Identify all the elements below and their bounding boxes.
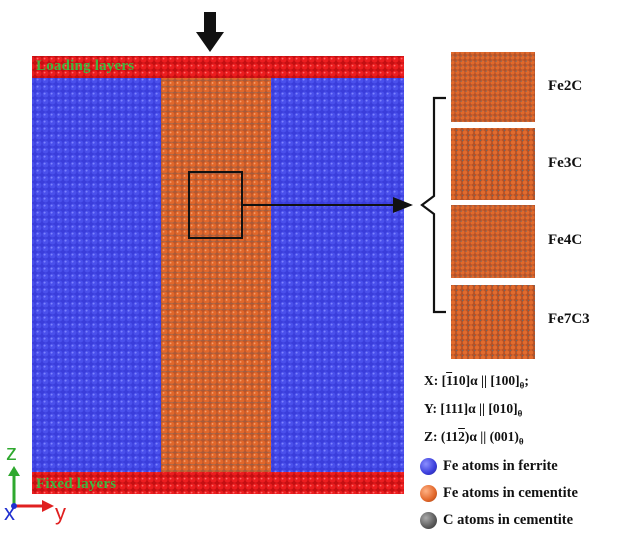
phase-tile-fe4c [451,205,535,278]
fixed-layers-label: Fixed layers [36,476,117,492]
phase-label-fe7c3: Fe7C3 [548,311,590,327]
legend-item-fe-cementite: Fe atoms in cementite [420,482,578,504]
orientation-x: X: [110]α || [100]θ; [424,373,529,391]
axis-label-x: x [4,500,15,525]
c-cementite-atom-swatch [420,511,437,529]
phases-bracket [420,96,446,314]
phase-tile-fe2c [451,52,535,122]
legend-label-fe-cementite: Fe atoms in cementite [443,484,578,501]
legend-item-c-cementite: C atoms in cementite [420,509,573,531]
phase-label-fe2c: Fe2C [548,78,583,94]
ferrite-atom-swatch [420,457,437,475]
axis-label-z: z [6,440,17,465]
orientation-y: Y: [111]α || [010]θ [424,401,523,419]
phase-tile-fe3c [451,128,535,200]
loading-layers-band [32,56,404,78]
phase-label-fe4c: Fe4C [548,232,583,248]
legend-label-c-cementite: C atoms in cementite [443,511,574,528]
fixed-layers-band [32,472,404,494]
orientation-z: Z: (112)α || (001)θ [424,429,524,447]
coordinate-axes [8,466,54,512]
fe-cementite-atom-swatch [420,484,437,502]
loading-layers-label: Loading layers [36,58,135,74]
legend-label-ferrite: Fe atoms in ferrite [443,457,558,474]
axis-label-y: y [55,500,66,525]
cementite-region [161,74,271,476]
load-arrow [196,12,224,52]
phase-tile-fe7c3 [451,285,535,359]
phase-label-fe3c: Fe3C [548,155,583,171]
legend-item-ferrite: Fe atoms in ferrite [420,455,558,477]
